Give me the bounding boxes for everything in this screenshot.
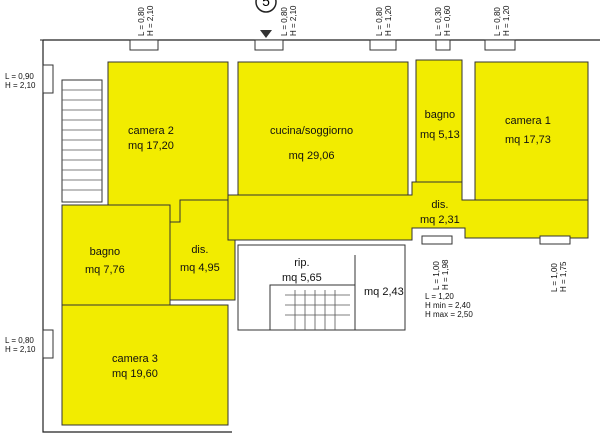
entrance-arrow-icon [260,30,272,38]
room-label-landing: mq 2,43 [364,286,404,298]
section-marker-label: 5 [262,0,270,9]
room-dis-left [169,199,236,301]
room-label-dis-right: dis.mq 2,31 [420,199,460,226]
room-dis-right [227,181,589,241]
room-camera3 [61,304,229,426]
room-label-rip: rip.mq 5,65 [282,257,322,284]
section-marker-icon [255,0,277,13]
room-label-dis-left: dis.mq 4,95 [180,244,220,274]
